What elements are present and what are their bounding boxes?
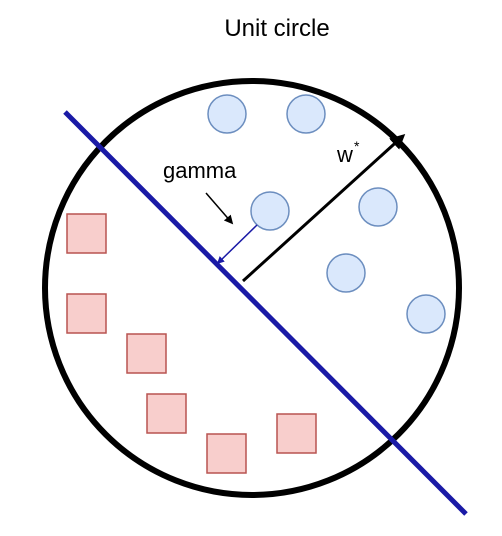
negative-point — [146, 393, 187, 434]
negative-point — [206, 433, 247, 474]
weight-vector-arrow — [241, 133, 406, 283]
diagram-title: Unit circle — [224, 15, 329, 42]
weight-label-superscript: * — [354, 138, 360, 154]
positive-point — [207, 94, 247, 134]
positive-point — [286, 94, 326, 134]
positive-point — [406, 294, 446, 334]
margin-arrow — [216, 224, 258, 265]
gamma-pointer-arrow — [205, 192, 234, 225]
negative-point — [66, 213, 107, 254]
negative-point — [276, 413, 317, 454]
separating-line — [63, 110, 468, 516]
positive-point — [326, 253, 366, 293]
unit-circle — [42, 78, 462, 498]
positive-point — [358, 187, 398, 227]
gamma-label: gamma — [163, 158, 237, 183]
positive-point — [250, 191, 290, 231]
weight-label: w — [336, 142, 353, 167]
negative-point — [66, 293, 107, 334]
negative-point — [126, 333, 167, 374]
